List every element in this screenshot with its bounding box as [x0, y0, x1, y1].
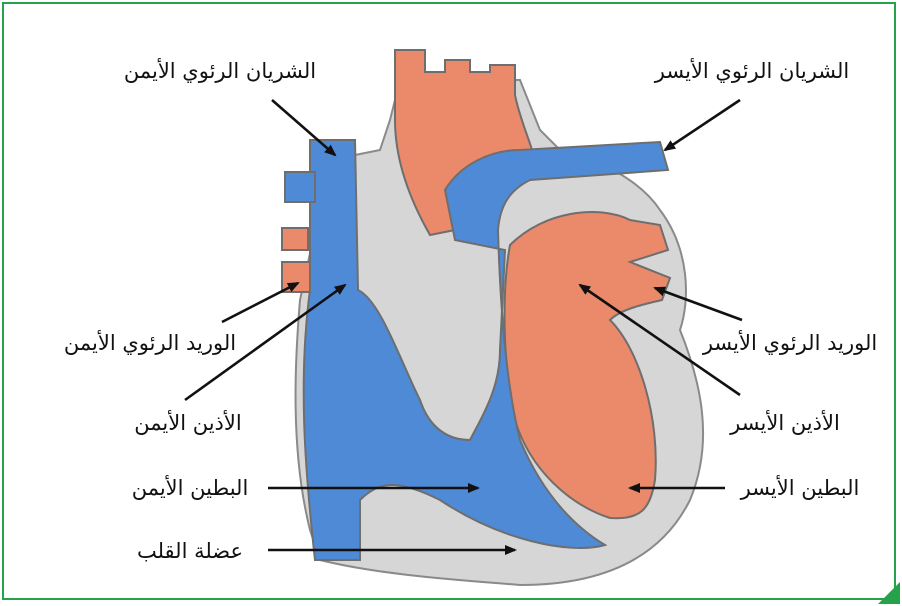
right-pulmonary-vessel-lower [282, 262, 310, 292]
label-left-ventricle: البطين الأيسر [740, 475, 860, 500]
label-right-atrium: الأذين الأيمن [134, 410, 241, 435]
label-right-pulmonary-artery: الشريان الرئوي الأيمن [124, 58, 316, 83]
label-heart-muscle: عضلة القلب [137, 539, 243, 563]
right-pulmonary-vessel-mid [282, 228, 308, 250]
label-right-ventricle: البطين الأيمن [132, 475, 249, 500]
arrow-right-pulmonary-vein [222, 283, 298, 322]
label-left-pulmonary-artery: الشريان الرئوي الأيسر [654, 58, 850, 83]
arrow-left-pulmonary-artery [665, 100, 740, 150]
right-pulmonary-vessel-upper [285, 172, 315, 202]
label-left-atrium: الأذين الأيسر [729, 410, 840, 435]
arrow-right-pulmonary-artery [272, 100, 335, 155]
corner-decoration [878, 582, 900, 604]
label-right-pulmonary-vein: الوريد الرئوي الأيمن [64, 330, 236, 355]
label-left-pulmonary-vein: الوريد الرئوي الأيسر [702, 330, 877, 355]
